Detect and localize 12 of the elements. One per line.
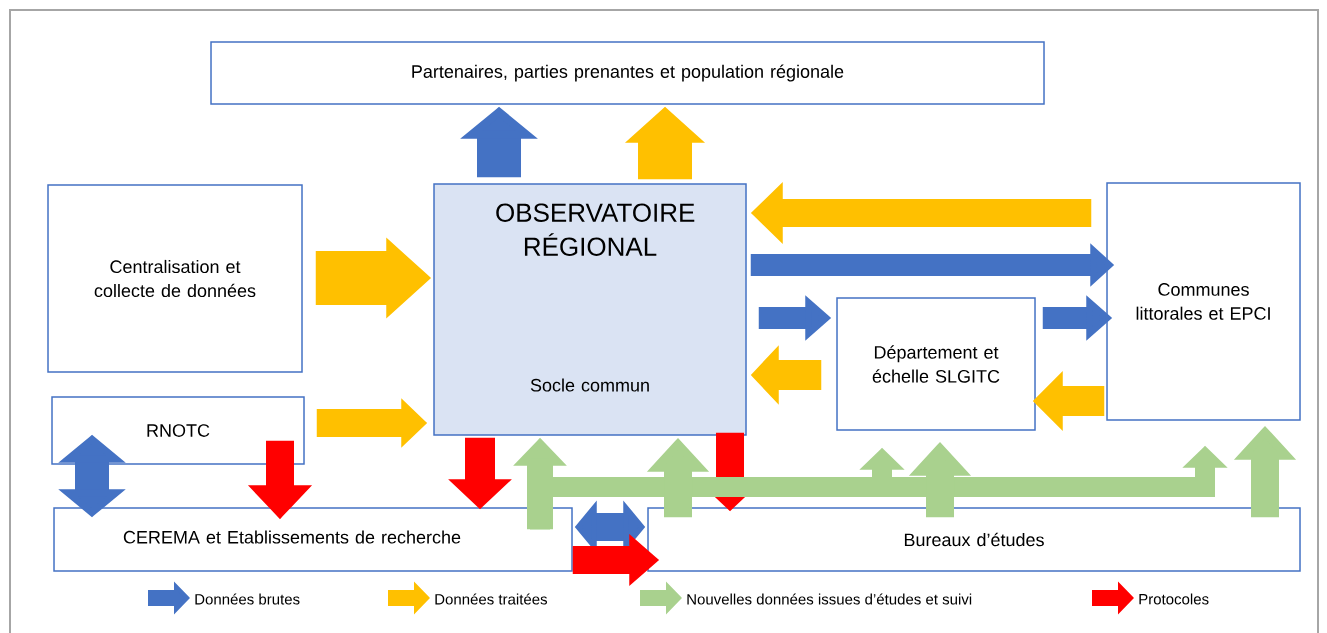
legend-text: Nouvelles données issues d’études et suivi [687,593,972,605]
legend-text: Données brutes [195,593,300,605]
source-box: Centralisation et collecte de données [47,184,303,373]
legend-text: Données traitées [435,593,548,605]
observatory-box: OBSERVATOIRE RÉGIONAL Socle commun [433,183,747,436]
legend-text: Protocoles [1139,593,1209,605]
network-box: RNOTC [51,396,305,465]
research-box: CEREMA et Etablissements de recherche [53,507,573,572]
municipality-box: Communes littorales et EPCI [1106,182,1301,421]
consultancy-box: Bureaux d’études [647,507,1301,572]
department-box: Département et échelle SLGITC [836,297,1036,431]
stakeholder-box: Partenaires, parties prenantes et population régionale [210,41,1045,105]
